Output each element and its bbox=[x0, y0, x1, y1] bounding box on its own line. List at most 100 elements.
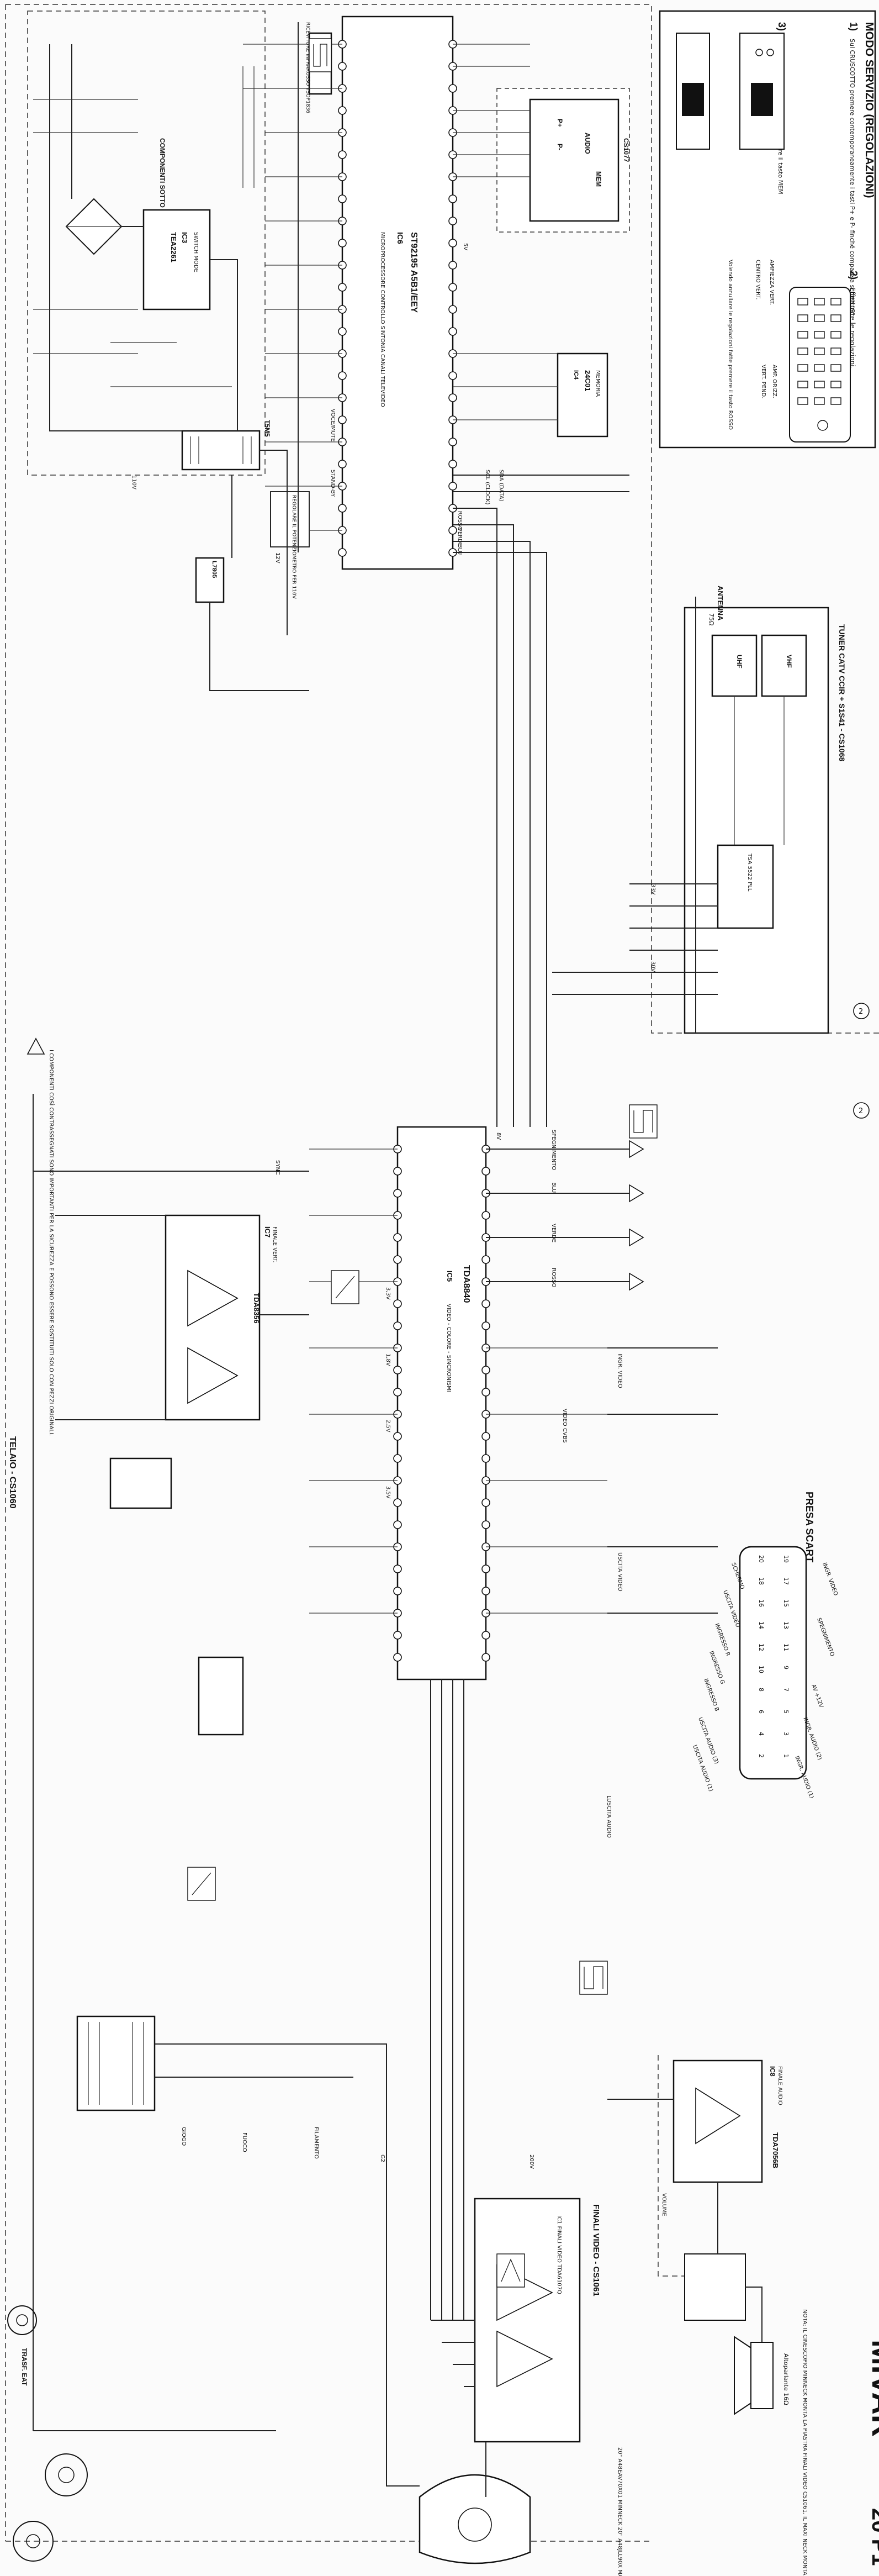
transformer-label: T5M5 bbox=[263, 420, 271, 437]
ic3-role: SWITCH MODE bbox=[193, 232, 199, 272]
signal-video-cvbs: VIDEO CVBS bbox=[562, 1409, 568, 1443]
service-label-vert-slope: VERT. PEND. bbox=[760, 365, 766, 398]
scart-pin-2: 2 bbox=[758, 1754, 765, 1758]
waveform-icon bbox=[187, 1867, 216, 1901]
scart-pin-9: 9 bbox=[782, 1666, 790, 1669]
signal-sda: SDA (DATA) bbox=[498, 470, 504, 502]
vertical-output-section: IC7 TDA8356 FINALE VERT. bbox=[33, 1094, 309, 2431]
step1-num: 1) bbox=[848, 22, 859, 31]
deflection-label: GIOGO bbox=[181, 2127, 187, 2146]
final-video-ic: IC1 FINALI VIDEO TDA6107Q bbox=[556, 2215, 562, 2294]
scart-pin-15: 15 bbox=[782, 1599, 790, 1607]
voltage-1v8: 1,8V bbox=[385, 1353, 391, 1366]
signal-labels: VIDEO CVBS INGR. VIDEO USCITA VIDEO G2 S… bbox=[274, 1160, 623, 2162]
scart-pin-16: 16 bbox=[758, 1599, 765, 1607]
signal-volume: VOLUME bbox=[661, 2193, 667, 2216]
scart-pin-1: 1 bbox=[782, 1754, 790, 1758]
voltage-5v: 5V bbox=[462, 243, 468, 250]
signal-scl: SCL (CLOCK) bbox=[484, 470, 490, 505]
remote-control-illustration: AMPIEZZA VERT. CENTRO VERT. AMP. ORIZZ. … bbox=[755, 260, 851, 442]
ic6-name: ST92195 A5B1/EEY bbox=[409, 232, 419, 313]
ic5-pins-left bbox=[393, 1145, 402, 1662]
signal-rosso-top: ROSSO bbox=[457, 511, 463, 531]
ic6-ref: IC6 bbox=[396, 232, 405, 244]
scart-pin-10: 10 bbox=[758, 1666, 765, 1673]
safety-note: I COMPONENTI COSÌ CONTRASSEGNATI SONO IM… bbox=[27, 1037, 55, 1436]
signal-filamento: FILAMENTO bbox=[313, 2127, 319, 2159]
main-board-title: TELAIO - CS1060 bbox=[8, 1436, 17, 1509]
psu-wiring bbox=[33, 44, 309, 691]
waveform-icon bbox=[496, 2253, 525, 2288]
signal-fuoco: FUOCO bbox=[241, 2132, 247, 2152]
scart-pin-6: 6 bbox=[758, 1710, 765, 1714]
keypad-key-mem: MEM bbox=[595, 171, 602, 187]
scart-pin-8: 8 bbox=[758, 1688, 765, 1692]
ic7-name: TDA8356 bbox=[252, 1293, 261, 1324]
brand-header: MIVAR 20 P1 bbox=[866, 2340, 879, 2566]
service-label-vert-amp: AMPIEZZA VERT. bbox=[769, 260, 775, 305]
scart-title: PRESA SCART bbox=[804, 1492, 815, 1562]
scart-pin-3: 3 bbox=[782, 1732, 790, 1736]
ic4-name: 24C01 bbox=[584, 370, 592, 391]
ic9-name: L7805 bbox=[211, 561, 218, 578]
scart-pin-row: 20 19 18 17 16 15 14 13 12 11 10 9 8 7 6… bbox=[758, 1555, 790, 1758]
signal-ingr-video: INGR. VIDEO bbox=[617, 1353, 623, 1388]
ic7-ref: IC7 bbox=[263, 1226, 272, 1237]
ic8-name: TDA7056B bbox=[771, 2132, 780, 2168]
tuner-wiring bbox=[552, 597, 785, 1033]
signal-uscita-audio: LUSCITA AUDIO bbox=[606, 1795, 612, 1838]
waveform-icons bbox=[187, 38, 658, 2288]
scart-pin-12: 12 bbox=[758, 1643, 765, 1651]
crt-neck bbox=[419, 2442, 531, 2564]
signal-rosso: ROSSO bbox=[550, 1268, 557, 1288]
model-title: 20 P1 bbox=[867, 2508, 879, 2566]
tuner-vhf: VHF bbox=[785, 655, 793, 668]
ic8-role: FINALE AUDIO bbox=[777, 2066, 783, 2105]
safety-note-text: I COMPONENTI COSÌ CONTRASSEGNATI SONO IM… bbox=[48, 1050, 55, 1436]
regulator-note: REGOLARE IL POTENZIOMETRO PER 110V bbox=[291, 495, 296, 599]
page-mark-2: 2 bbox=[859, 1107, 863, 1115]
page-mark-1: 2 bbox=[859, 1008, 863, 1016]
jungle-ic-section: IC5 TDA8840 VIDEO - COLORE - SINCRONISMI bbox=[309, 829, 644, 2320]
signal-blu: BLU bbox=[550, 1182, 557, 1193]
ic4-role: MEMORIA bbox=[595, 370, 601, 397]
brand-logo: MIVAR bbox=[866, 2340, 879, 2437]
ic5-ref: IC5 bbox=[446, 1271, 454, 1282]
voltage-33v: 33V bbox=[650, 884, 656, 895]
cruscotto-keypad-illustration bbox=[676, 33, 785, 150]
step3-num: 3) bbox=[776, 22, 787, 31]
keypad-key-pplus: P+ bbox=[556, 119, 564, 127]
psu-label: COMPONENTI SOTTO RETE bbox=[158, 138, 166, 227]
scart-pin-14: 14 bbox=[758, 1621, 765, 1629]
ic8-ref: IC8 bbox=[769, 2066, 776, 2077]
signal-g2: G2 bbox=[379, 2154, 385, 2162]
voltage-8v: 8V bbox=[495, 1132, 501, 1140]
keypad-key-audio: AUDIO bbox=[584, 133, 591, 154]
ic3-name: TEA2261 bbox=[170, 232, 178, 262]
speaker-label: Altoparlante 16Ω bbox=[782, 2353, 790, 2405]
scart-pin-5: 5 bbox=[782, 1710, 790, 1714]
crt-note-text: NOTA: IL CINESCOPIO MINNECK MONTA LA PIA… bbox=[802, 2309, 808, 2576]
scart-pin-17: 17 bbox=[782, 1577, 790, 1585]
step2-hint: Volendo annullare le regolazioni fatte p… bbox=[727, 260, 733, 430]
waveform-icon bbox=[629, 1104, 658, 1139]
step2-num: 2) bbox=[848, 271, 859, 280]
signal-verde-top: VERDE bbox=[457, 528, 463, 546]
tuner-uhf: UHF bbox=[735, 655, 743, 668]
horizontal-output-section: TRASF. EAT GIOGO FUOCO FILAMENTO bbox=[7, 2015, 420, 2562]
voltage-110v: 110V bbox=[131, 475, 137, 489]
tuner-title: TUNER CATV CCIR + S1S41 - CS1068 bbox=[838, 624, 846, 762]
scart-pin-11: 11 bbox=[782, 1643, 790, 1651]
voltage-3v5: 3,5V bbox=[385, 1486, 391, 1499]
ic3-ref: IC3 bbox=[181, 232, 189, 243]
service-label-vert-center: CENTRO VERT. bbox=[755, 260, 761, 299]
voltage-3v3: 3,3V bbox=[385, 1287, 391, 1300]
voltage-12v: 12V bbox=[274, 552, 280, 563]
main-board-label: TELAIO - CS1060 bbox=[8, 1436, 17, 1509]
scart-pin-18: 18 bbox=[758, 1577, 765, 1585]
crt-note: NOTA: IL CINESCOPIO MINNECK MONTA LA PIA… bbox=[802, 2309, 808, 2576]
voltage-2v5: 2,5V bbox=[385, 1420, 391, 1432]
crt-models: 20" A48EAV70X01 MINNECK 20" A48JLL90X MA… bbox=[617, 2447, 623, 2576]
scart-pin-13: 13 bbox=[782, 1621, 790, 1629]
